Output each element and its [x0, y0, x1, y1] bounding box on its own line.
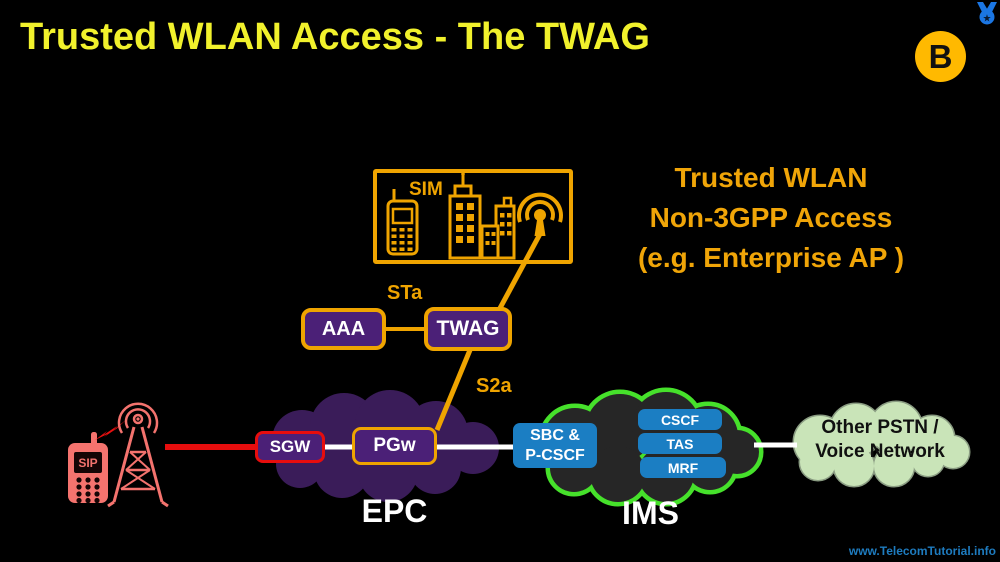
trusted-wlan-device-box: [373, 169, 573, 264]
pstn-cloud-label: Other PSTN / Voice Network: [790, 416, 970, 464]
buildings-icon: [448, 172, 516, 260]
ap-twag-line: [496, 232, 543, 312]
node-aaa: AAA: [301, 308, 386, 350]
pstn-line-1: Other PSTN /: [821, 417, 939, 438]
interface-label-s2a: S2a: [476, 375, 512, 397]
feature-phone-icon: [386, 189, 419, 256]
pstn-line-2: Voice Network: [815, 441, 945, 462]
node-pgw: PGw: [352, 427, 437, 465]
medal-star-glyph: ★: [983, 14, 992, 25]
interface-label-sta: STa: [387, 282, 423, 304]
page-title: Trusted WLAN Access - The TWAG: [20, 16, 650, 58]
medal-icon: ★: [977, 2, 997, 25]
sbc-line-2: P-CSCF: [525, 446, 585, 464]
connection-lines: [165, 232, 797, 450]
twag-pgw-s2a-line: [434, 349, 473, 431]
node-twag: TWAG: [424, 307, 512, 351]
sim-label: SIM: [409, 179, 443, 200]
node-sbc-pcscf: SBC & P-CSCF: [513, 423, 597, 468]
sip-label: SIP: [78, 456, 97, 470]
sbc-line-1: SBC &: [530, 426, 580, 444]
pstn-cloud: [792, 400, 971, 488]
slide-badge: B: [915, 31, 966, 82]
watermark: www.TelecomTutorial.info: [848, 544, 996, 558]
caption-line-3: (e.g. Enterprise AP ): [637, 242, 905, 273]
caption-line-1: Trusted WLAN: [674, 162, 868, 193]
node-cscf: CSCF: [638, 409, 722, 430]
node-tas: TAS: [638, 433, 722, 454]
wifi-ap-icon: [517, 192, 563, 236]
caption-line-2: Non-3GPP Access: [649, 202, 893, 233]
ims-cloud-label: IMS: [622, 495, 679, 531]
radio-bolt-icon: [95, 419, 127, 440]
node-mrf: MRF: [640, 457, 726, 478]
epc-cloud-label: EPC: [361, 493, 428, 529]
cell-tower-icon: [107, 402, 169, 508]
trusted-wlan-caption: Trusted WLAN Non-3GPP Access (e.g. Enter…: [628, 158, 914, 278]
node-sgw: SGW: [255, 431, 325, 463]
sip-phone-icon: SIP: [68, 432, 108, 504]
